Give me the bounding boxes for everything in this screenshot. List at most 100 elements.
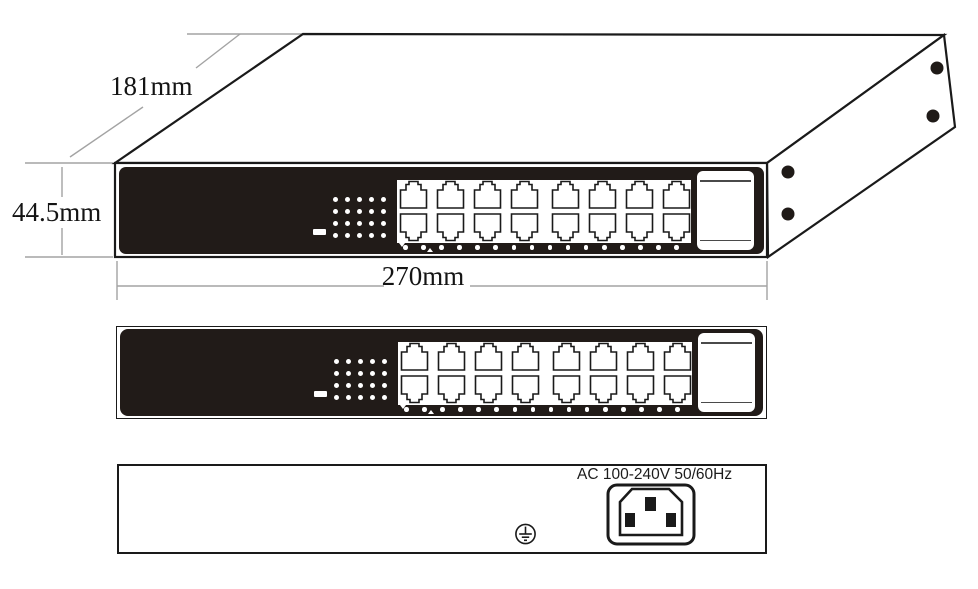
earth-circle (515, 523, 536, 545)
port-led-dot (494, 407, 499, 412)
port-led-dot (440, 407, 445, 412)
port-led-dot (603, 407, 608, 412)
status-led-dot (345, 394, 351, 400)
rj45-port-icon (589, 375, 618, 404)
rj45-port-icon (474, 342, 503, 371)
port-row (399, 180, 691, 209)
status-led-dot (368, 232, 374, 238)
status-led-dot (369, 370, 375, 376)
dimension-lines (25, 33, 768, 300)
status-led-dot (369, 382, 375, 388)
rj45-port-icon (625, 213, 654, 242)
module-bay-cover (697, 171, 754, 250)
rj45-port-icon (589, 342, 618, 371)
power-led (313, 229, 326, 235)
height-dimension-label: 44.5mm (12, 197, 102, 227)
port-led-dot (657, 407, 662, 412)
port-led-dot (512, 407, 518, 412)
module-bay-cover (698, 333, 755, 412)
status-led-dot (381, 394, 387, 400)
status-led-dot (345, 370, 351, 376)
status-led-dot (368, 208, 374, 214)
led-matrix (330, 355, 390, 403)
status-led-dot (356, 220, 362, 226)
rj45-port-icon (474, 375, 503, 404)
port-led-dot (602, 245, 607, 250)
status-led-dot (344, 220, 350, 226)
status-led-dot (381, 370, 387, 376)
status-led-dot (356, 232, 362, 238)
rj45-port-icon (400, 342, 429, 371)
status-led-dot (332, 232, 338, 238)
port-led-dot (457, 245, 462, 250)
status-led-dot (357, 358, 363, 364)
port-row (399, 213, 691, 242)
status-led-dot (332, 196, 338, 202)
front-panel (120, 329, 763, 416)
rj45-port-icon (552, 375, 581, 404)
status-led-dot (344, 208, 350, 214)
status-led-dot (357, 382, 363, 388)
port-row (400, 342, 692, 371)
rj45-port-icon (662, 180, 691, 209)
rj45-port-icon (510, 213, 539, 242)
status-led-dot (357, 370, 363, 376)
rj45-port-icon (663, 342, 692, 371)
status-led-dot (381, 382, 387, 388)
port-led-dot (421, 245, 426, 250)
status-led-dot (380, 196, 386, 202)
port-block (398, 342, 692, 405)
port-led-dot (565, 245, 571, 250)
port-led-dot (475, 245, 480, 250)
port-led-dot (511, 245, 517, 250)
port-led-row (398, 405, 686, 414)
inlet-pin-earth (645, 497, 656, 511)
rj45-port-icon (473, 213, 502, 242)
power-led (314, 391, 327, 397)
status-led-dot (368, 220, 374, 226)
status-led-dot (333, 382, 339, 388)
inlet-pin-live (666, 513, 676, 527)
rj45-port-icon (436, 213, 465, 242)
port-led-dot (674, 245, 679, 250)
rj45-port-icon (552, 342, 581, 371)
port-led-dot (620, 245, 625, 250)
port-led-dot (584, 407, 590, 412)
status-led-dot (368, 196, 374, 202)
rj45-port-icon (437, 342, 466, 371)
inlet-pin-neutral (625, 513, 635, 527)
rj45-port-icon (511, 342, 540, 371)
rj45-port-icon (588, 180, 617, 209)
port-led-dot (439, 245, 444, 250)
port-led-dot (530, 407, 536, 412)
port-led-dot (548, 407, 554, 412)
port-led-dot (476, 407, 481, 412)
rj45-port-icon (400, 375, 429, 404)
rj45-port-icon (626, 375, 655, 404)
port-led-dot (529, 245, 535, 250)
inlet-socket-face (618, 487, 684, 537)
front-view-frame (116, 326, 767, 419)
port-led-dot (566, 407, 572, 412)
depth-dimension-label: 181mm (110, 71, 193, 101)
rj45-port-icon (399, 180, 428, 209)
port-led-dot (639, 407, 644, 412)
port-led-dot (675, 407, 680, 412)
led-matrix (329, 193, 389, 241)
status-led-dot (344, 232, 350, 238)
mount-hole (781, 207, 795, 221)
rj45-port-icon (436, 180, 465, 209)
rj45-port-icon (511, 375, 540, 404)
width-dimension-label: 270mm (381, 261, 465, 291)
port-led-dot (403, 245, 408, 250)
rj45-port-icon (473, 180, 502, 209)
port-led-dot (656, 245, 661, 250)
depth-dim-line-a (69, 106, 144, 158)
port-led-dot (422, 407, 427, 412)
side-mount-holes (781, 61, 944, 221)
status-led-dot (356, 208, 362, 214)
status-led-dot (333, 370, 339, 376)
power-rating-label: AC 100-240V 50/60Hz (577, 466, 733, 483)
status-led-dot (380, 232, 386, 238)
